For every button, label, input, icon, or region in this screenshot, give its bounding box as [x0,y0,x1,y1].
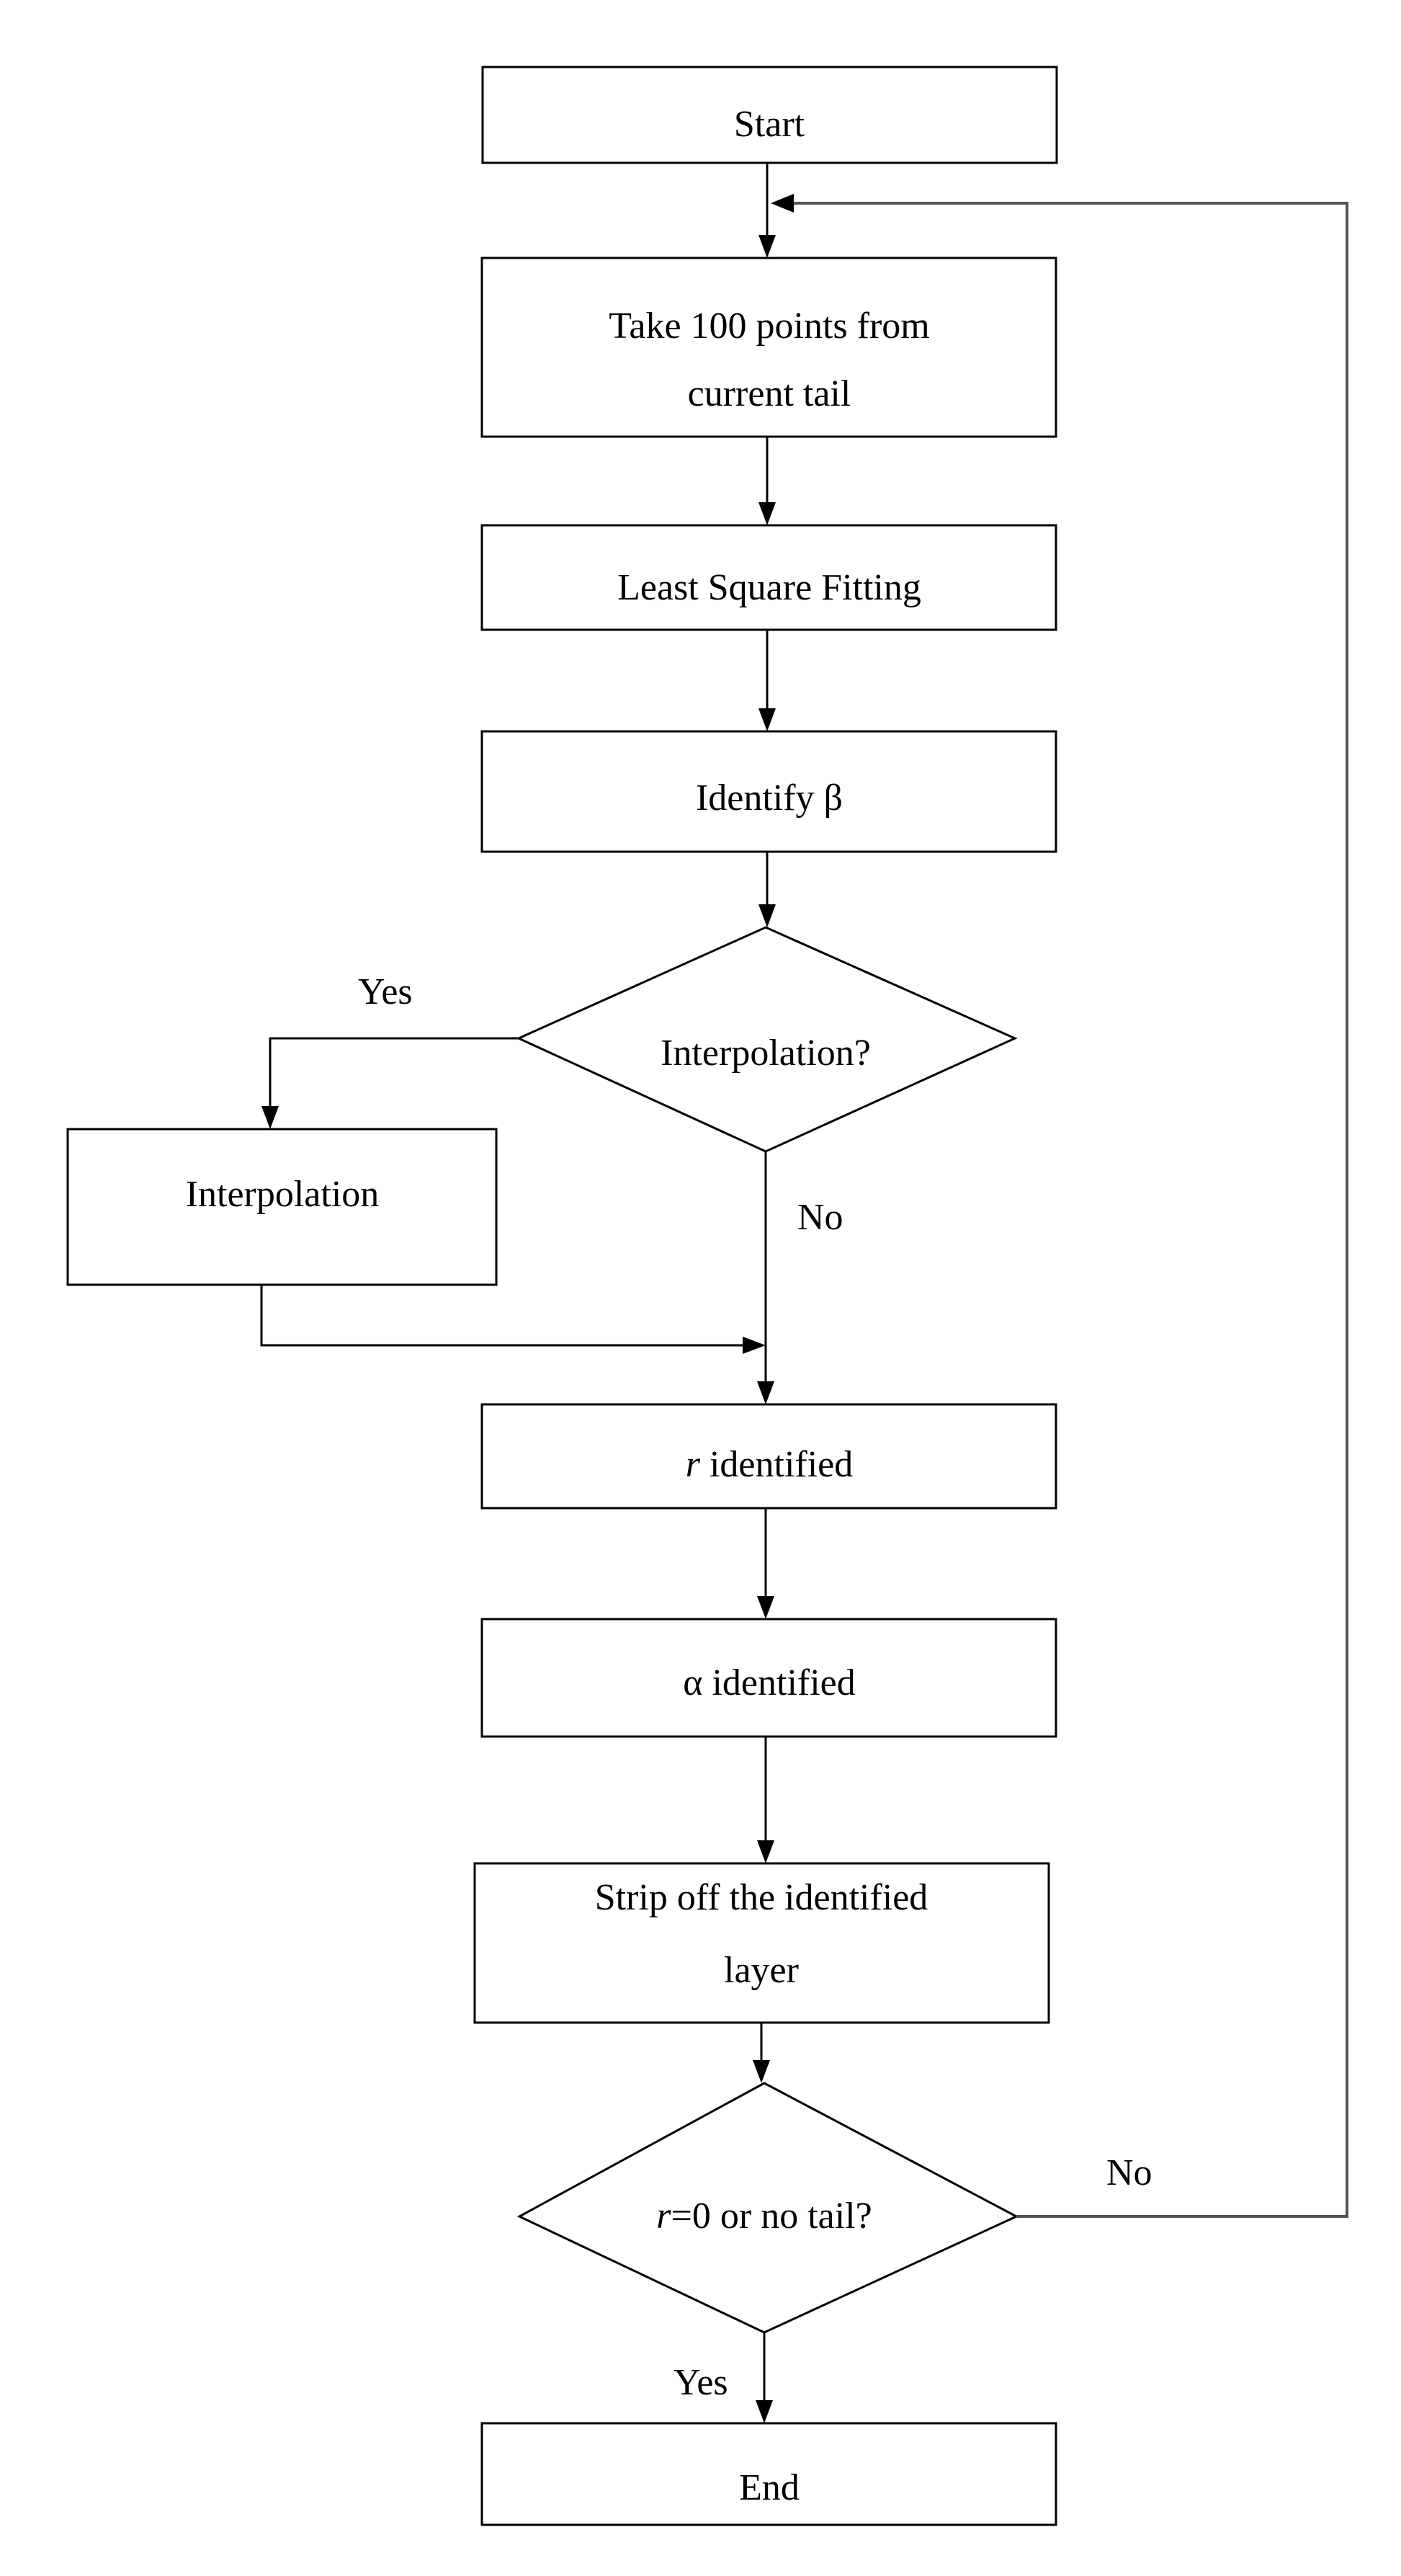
edge-loop-back-no [771,194,1348,2218]
edge-identify-beta-to-decision [758,852,776,927]
r-variable: r [656,2196,671,2237]
edge-decision-yes-to-end [756,2332,773,2423]
edge-decision-no-to-r-identified [757,1151,774,1404]
edge-r-to-alpha [757,1508,774,1619]
label-loop-no: No [1106,2152,1152,2193]
node-identify-beta-label: Identify β [696,777,843,819]
node-interpolation: Interpolation [66,1128,498,1286]
node-take-points-line1: Take 100 points from [609,306,930,347]
node-least-square-fitting: Least Square Fitting [480,524,1057,631]
label-end-yes: Yes [673,2362,728,2403]
decision-r-zero-label: r=0 or no tail? [656,2196,872,2237]
node-strip-layer-line2: layer [724,1950,799,1991]
edge-start-to-take-points [758,163,776,258]
decision-r-zero-rest: =0 or no tail? [671,2196,872,2237]
node-strip-layer: Strip off the identified layer [473,1862,1050,2024]
node-interpolation-label: Interpolation [186,1174,380,1215]
edge-least-square-to-identify-beta [758,630,776,731]
node-alpha-identified: α identified [480,1618,1057,1738]
node-take-points: Take 100 points from current tail [480,257,1057,438]
label-interp-no: No [797,1197,843,1238]
node-strip-layer-line1: Strip off the identified [595,1877,928,1918]
node-r-identified-label: r identified [686,1444,854,1485]
node-end: End [480,2422,1057,2526]
node-identify-beta: Identify β [480,730,1057,853]
edge-alpha-to-strip [757,1737,774,1863]
label-interp-yes: Yes [358,971,413,1012]
decision-interpolation-label: Interpolation? [661,1033,871,1074]
node-take-points-line2: current tail [688,373,851,414]
node-end-label: End [739,2467,800,2508]
edge-strip-to-decision [753,2023,770,2083]
node-alpha-identified-label: α identified [683,1662,856,1703]
edge-decision-yes-to-interpolation [261,1037,519,1129]
node-least-square-fitting-label: Least Square Fitting [617,567,921,608]
node-start: Start [481,66,1058,164]
node-r-identified: r identified [480,1403,1057,1510]
decision-r-zero-or-no-tail: r=0 or no tail? [516,2082,1019,2334]
edge-take-points-to-least-square [758,437,776,525]
decision-interpolation: Interpolation? [516,926,1018,1153]
r-identified-rest: identified [700,1444,853,1485]
node-start-label: Start [734,104,805,145]
r-variable: r [686,1444,701,1485]
edge-interpolation-merge [260,1285,766,1354]
